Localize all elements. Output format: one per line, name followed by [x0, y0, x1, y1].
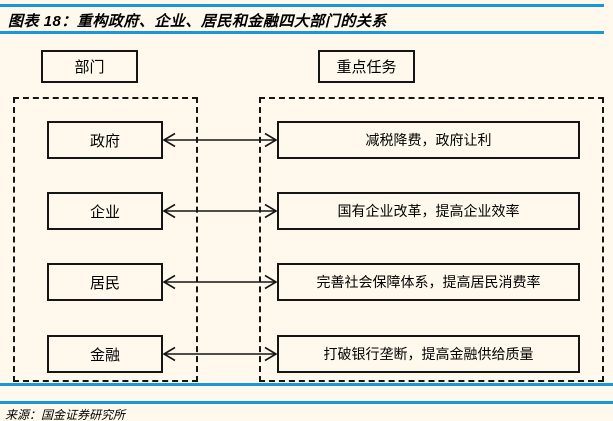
departments-group-outline — [13, 97, 198, 382]
double-arrow-icon — [162, 274, 278, 290]
figure-title: 图表 18：重构政府、企业、居民和金融四大部门的关系 — [8, 13, 387, 30]
title-bottom-rule — [0, 31, 604, 34]
task-box-finance: 打破银行垄断，提高金融供给质量 — [277, 335, 580, 373]
double-arrow-icon — [162, 346, 278, 362]
task-box-government: 减税降费，政府让利 — [277, 121, 580, 159]
chart-bottom-rule — [0, 383, 613, 386]
tasks-group-outline — [259, 97, 604, 382]
dept-box-enterprise: 企业 — [47, 192, 163, 230]
tasks-column-header: 重点任务 — [318, 50, 415, 83]
double-arrow-icon — [162, 132, 278, 148]
task-box-residents: 完善社会保障体系，提高居民消费率 — [277, 263, 580, 301]
top-accent-rule — [0, 4, 604, 7]
dept-box-government: 政府 — [47, 121, 163, 159]
dept-box-residents: 居民 — [47, 263, 163, 301]
double-arrow-icon — [162, 203, 278, 219]
dept-box-finance: 金融 — [47, 335, 163, 373]
footer-rule — [0, 401, 613, 404]
department-column-header: 部门 — [41, 50, 138, 83]
source-note: 来源：国金证券研究所 — [5, 408, 126, 421]
task-box-enterprise: 国有企业改革，提高企业效率 — [277, 192, 580, 230]
